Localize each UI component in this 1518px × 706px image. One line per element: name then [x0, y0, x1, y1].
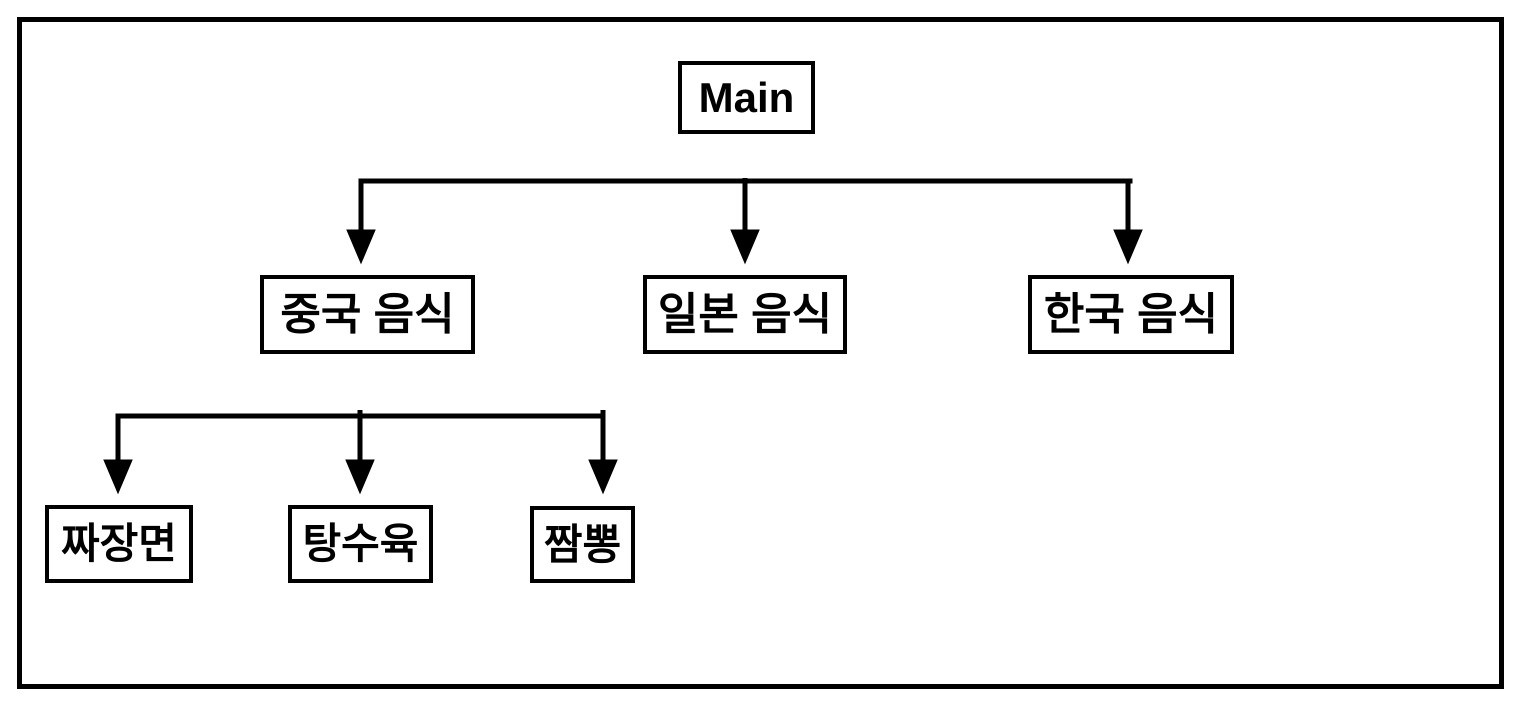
node-jjajangmyeon: 짜장면 [45, 505, 193, 583]
node-main-label: Main [698, 73, 795, 121]
diagram-border [17, 17, 1504, 689]
node-chinese-food-label: 중국 음식 [280, 289, 455, 339]
node-jjamppong-label: 짬뽕 [543, 520, 622, 568]
node-chinese-food: 중국 음식 [260, 275, 475, 354]
node-japanese-food: 일본 음식 [643, 275, 847, 354]
node-jjajangmyeon-label: 짜장면 [61, 520, 177, 567]
node-main: Main [678, 61, 815, 134]
node-tangsuyuk-label: 탕수육 [302, 520, 419, 567]
node-japanese-food-label: 일본 음식 [657, 289, 833, 339]
node-korean-food: 한국 음식 [1028, 275, 1234, 354]
node-jjamppong: 짬뽕 [530, 506, 635, 583]
node-tangsuyuk: 탕수육 [288, 505, 433, 583]
node-korean-food-label: 한국 음식 [1043, 289, 1219, 339]
